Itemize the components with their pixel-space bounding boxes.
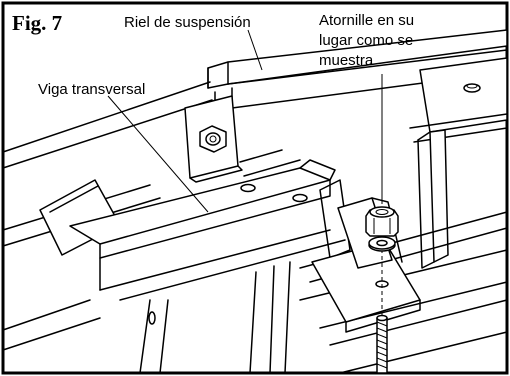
- crossbeam-hole-2: [292, 193, 308, 203]
- channel-hole: [148, 311, 156, 325]
- bolt-callout-line-1: Atornille en su: [319, 12, 414, 29]
- mounting-plate: [184, 95, 243, 183]
- crossbeam-leader: [107, 95, 209, 213]
- rail-callout: Riel de suspensión: [124, 14, 251, 31]
- left-channel: [2, 81, 213, 351]
- crossbeam-callout: Viga transversal: [38, 81, 145, 98]
- rail-leader: [247, 29, 263, 71]
- crossbeam: [69, 149, 346, 374]
- fastener-bolt: [376, 314, 388, 374]
- figure-number: Fig. 7: [12, 11, 62, 35]
- leader-lines: [107, 29, 383, 213]
- bolt-callout-line-2: lugar como se: [319, 32, 413, 49]
- fastener-stack: [365, 200, 399, 374]
- bolt-callout-line-3: muestra: [319, 52, 374, 69]
- crossbeam-hole-1: [240, 183, 256, 193]
- suspension-rail: [207, 29, 508, 143]
